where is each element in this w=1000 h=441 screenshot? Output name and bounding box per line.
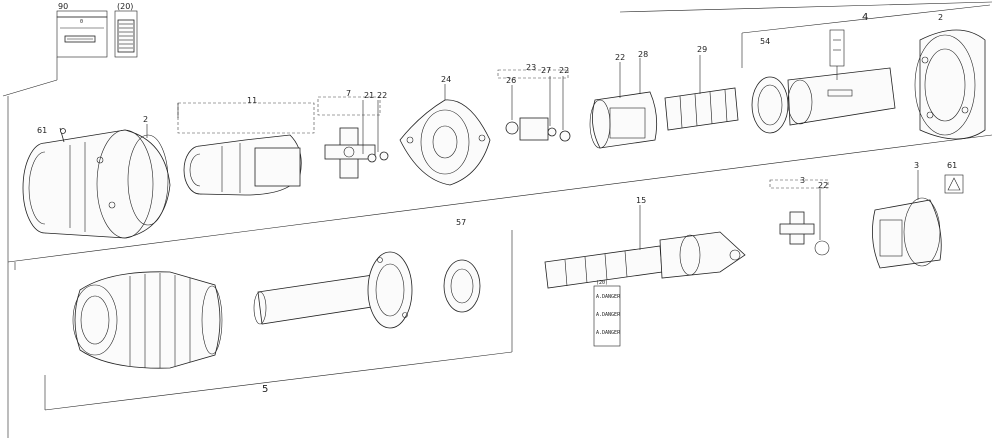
cross-kit-part-7 <box>317 96 389 179</box>
warning-card-line-3: A.DANGER <box>596 330 621 336</box>
outer-profile-tube-part-15 <box>544 205 746 289</box>
decal-90: 0 <box>56 10 108 58</box>
inner-profile-tube-part-29 <box>664 55 739 131</box>
label-21-top: 21 <box>364 91 374 100</box>
label-27: 27 <box>541 66 551 75</box>
label-22-right: 22 <box>615 53 625 62</box>
warning-card-line-2: A.DANGER <box>596 312 621 318</box>
decal-20 <box>114 10 138 58</box>
warning-card-line-1: A.DANGER <box>596 294 621 300</box>
inner-yoke-part-28 <box>589 58 658 149</box>
label-7: 7 <box>346 89 351 98</box>
label-20: (20) <box>117 2 133 11</box>
decal-61-right <box>944 174 964 194</box>
label-5: 5 <box>262 384 268 395</box>
bellows-guard-part-57 <box>72 271 223 369</box>
cross-kit-part-3-small <box>769 179 830 256</box>
guard-tube-part-57 <box>253 251 413 329</box>
label-28: 28 <box>638 50 648 59</box>
label-3-outer: 3 <box>914 161 919 170</box>
label-90: 90 <box>58 2 68 11</box>
label-22-mid: 22 <box>559 66 569 75</box>
warning-label-card <box>593 285 621 347</box>
label-11: 11 <box>247 96 257 105</box>
label-54: 54 <box>760 37 770 46</box>
flange-plate-part-24 <box>399 84 491 186</box>
bearing-kit-part-23 <box>497 69 571 142</box>
guard-cone-part <box>22 127 171 239</box>
label-22-top: 22 <box>377 91 387 100</box>
outer-yoke-part-3 <box>872 170 942 269</box>
retaining-ring-part-57 <box>443 259 481 313</box>
warning-card-title: (20) <box>596 280 608 286</box>
label-24: 24 <box>441 75 451 84</box>
guard-cone-right-part-2 <box>914 29 986 140</box>
label-4: 4 <box>862 12 868 23</box>
outer-tube-part-54 <box>751 29 896 134</box>
label-15: 15 <box>636 196 646 205</box>
label-61-right: 61 <box>947 161 957 170</box>
label-61-top: 61 <box>37 126 47 135</box>
decal-90-tag: 0 <box>80 19 83 25</box>
label-3-small: 3 <box>800 176 805 185</box>
label-26: 26 <box>506 76 516 85</box>
label-23: 23 <box>526 63 536 72</box>
yoke-part-11 <box>177 102 315 196</box>
label-2-top: 2 <box>143 115 148 124</box>
label-2-right: 2 <box>938 13 943 22</box>
label-29: 29 <box>697 45 707 54</box>
label-57: 57 <box>456 218 466 227</box>
label-22-lower: 22 <box>818 181 828 190</box>
